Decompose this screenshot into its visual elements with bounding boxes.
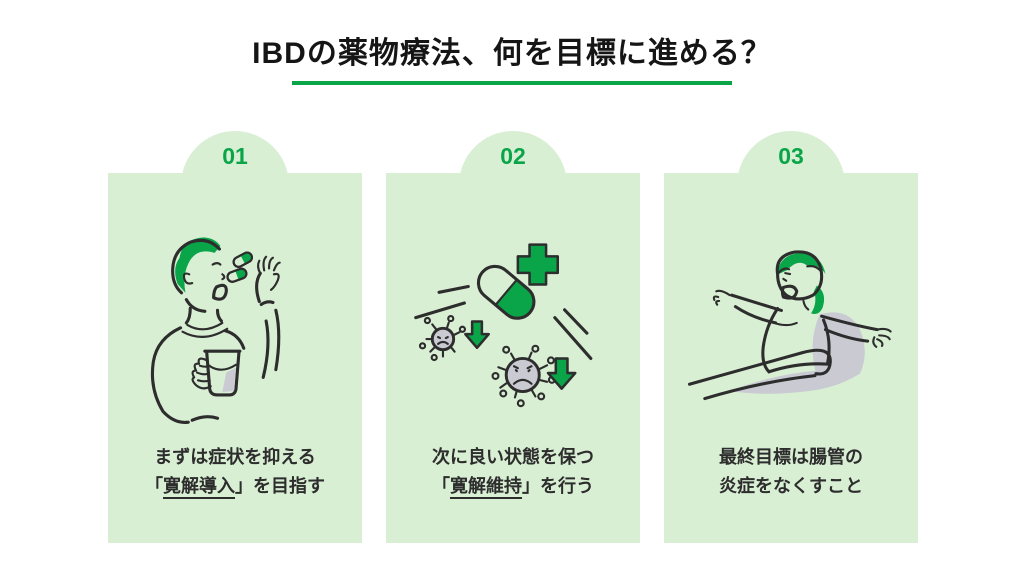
caption-open-bracket: 「 [432,476,450,496]
caption-key-term: 寛解導入 [163,476,235,499]
title-underline [292,81,732,85]
card-no-inflammation-goal: 03 [664,131,918,543]
caption-line1: まずは症状を抑える [154,447,316,467]
step-number-badge-3: 03 [737,131,845,239]
caption-close-text: 」を目指す [235,476,325,496]
step-number: 01 [222,143,248,169]
cards-row: 01 [108,131,918,543]
caption-line1: 最終目標は腸管の [719,447,863,467]
caption-close-text: 」を行う [522,476,594,496]
step-number: 02 [500,143,526,169]
card-caption-3: 最終目標は腸管の 炎症をなくすこと [664,443,918,501]
caption-close-text: 炎症をなくすこと [719,476,863,496]
card-caption-2: 次に良い状態を保つ 「寛解維持」を行う [386,443,640,501]
card-remission-maintenance: 02 [386,131,640,543]
step-number-badge-1: 01 [181,131,289,239]
caption-open-bracket: 「 [145,476,163,496]
medicine-suppressing-germs-icon [386,207,640,435]
caption-key-term: 寛解維持 [450,476,522,499]
card-caption-1: まずは症状を抑える 「寛解導入」を目指す [108,443,362,501]
page-title: IBDの薬物療法、何を目標に進める？ [252,37,772,70]
step-number: 03 [778,143,804,169]
step-number-badge-2: 02 [459,131,567,239]
person-taking-pills-icon [108,207,362,435]
caption-line1: 次に良い状態を保つ [432,447,594,467]
card-remission-induction: 01 [108,131,362,543]
person-relaxing-icon [664,207,918,435]
